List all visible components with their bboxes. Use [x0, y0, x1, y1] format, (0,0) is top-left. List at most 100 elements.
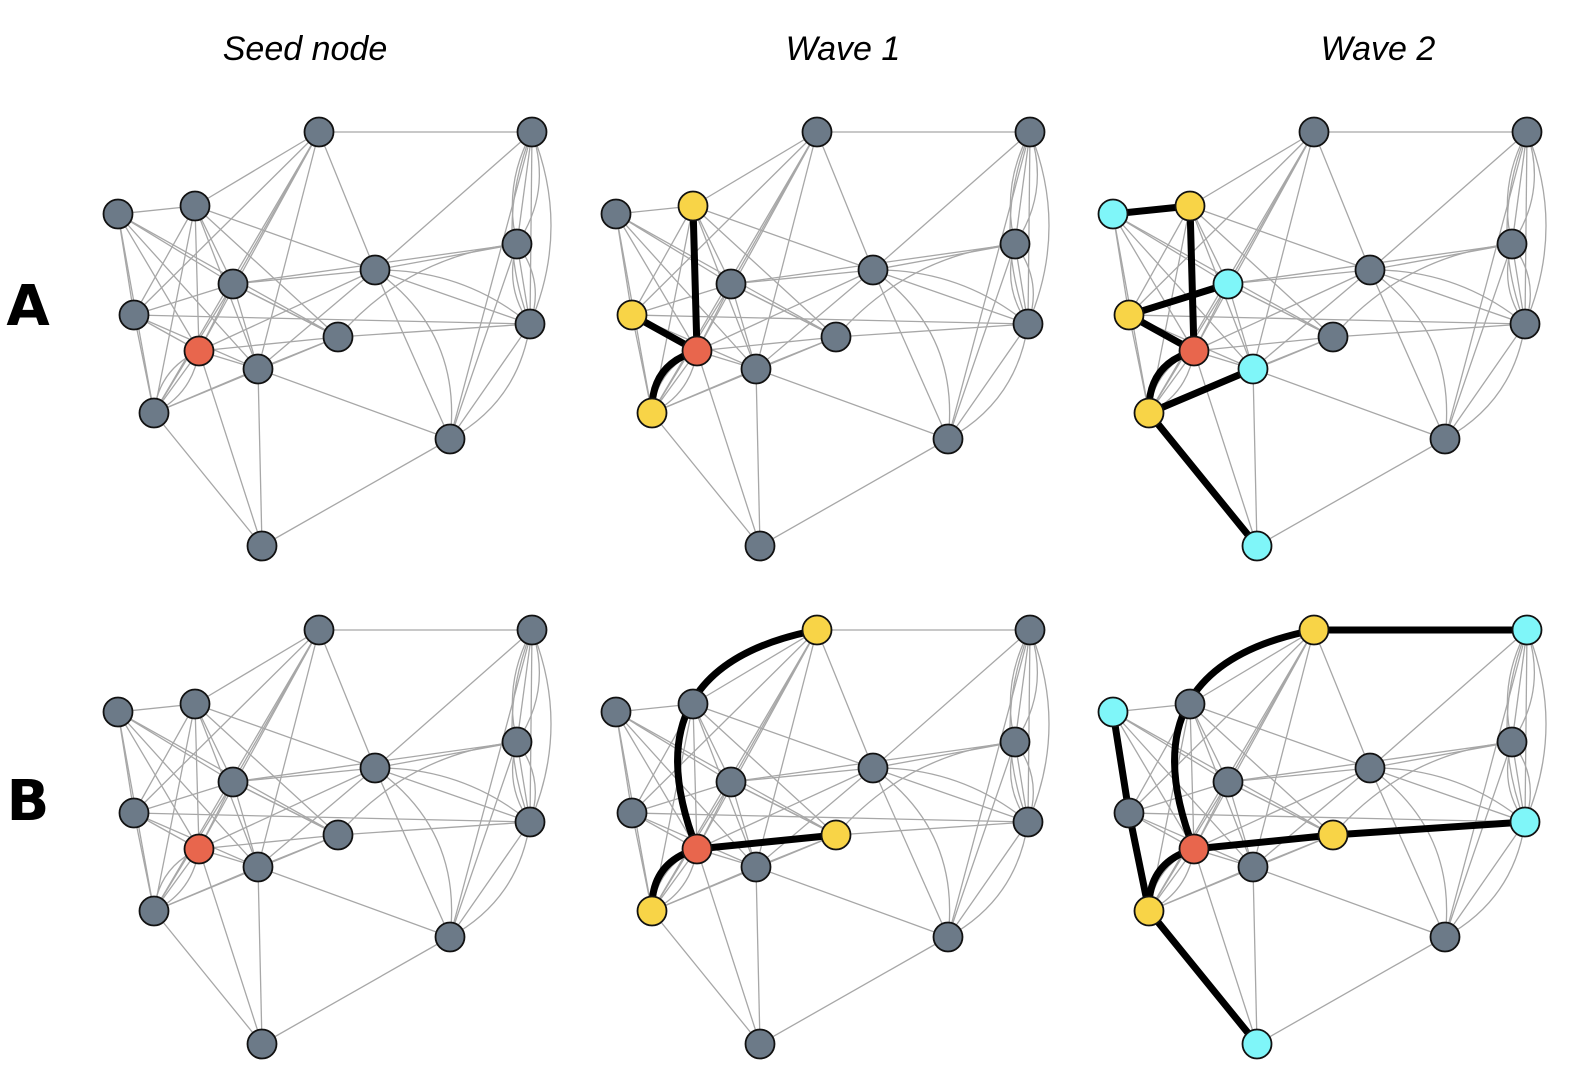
network-edge — [1524, 629, 1528, 823]
network-node — [434, 423, 466, 455]
spreading-edge — [1145, 409, 1261, 550]
network-edge — [730, 283, 837, 338]
network-edge — [529, 629, 533, 823]
network-edge — [1524, 131, 1528, 325]
network-edge — [1027, 629, 1031, 823]
network-edge — [511, 131, 533, 325]
network-edge — [374, 243, 518, 271]
network-edge — [374, 131, 533, 271]
network-edge — [1189, 629, 1315, 705]
network-edge — [1369, 767, 1526, 823]
network-edge — [194, 703, 339, 836]
network-edge — [835, 243, 1016, 338]
network-edge — [198, 269, 376, 352]
network-edge — [133, 812, 155, 912]
network-edge — [1369, 741, 1513, 769]
network-node — [138, 397, 170, 429]
network-node — [1014, 614, 1046, 646]
network-node — [1174, 688, 1206, 720]
wave-1-node — [677, 190, 709, 222]
network-edge — [516, 131, 533, 245]
network-edge — [1193, 269, 1371, 352]
network-edge — [1193, 629, 1315, 850]
network-edge — [947, 323, 1029, 440]
network-edge — [696, 131, 818, 352]
network-edge — [257, 368, 263, 547]
seed-node — [681, 833, 713, 865]
network-node — [118, 299, 150, 331]
network-edge — [816, 629, 874, 769]
network-edge — [1193, 767, 1371, 850]
network-node — [1212, 766, 1244, 798]
panel-a-2 — [600, 116, 1050, 562]
network-node — [999, 726, 1031, 758]
network-edge — [755, 866, 949, 938]
network-edge — [257, 629, 320, 868]
network-node — [715, 766, 747, 798]
network-edge — [1252, 866, 1258, 1045]
network-edge — [872, 629, 1031, 769]
wave-1-node — [616, 299, 648, 331]
network-node — [1496, 726, 1528, 758]
spreading-edge — [1186, 202, 1198, 355]
network-node — [999, 228, 1031, 260]
network-node — [179, 688, 211, 720]
network-node — [102, 696, 134, 728]
network-edge — [651, 368, 757, 414]
wave-1-node — [1298, 614, 1330, 646]
network-node — [1511, 116, 1543, 148]
network-edge — [631, 812, 1029, 823]
network-edge — [153, 412, 263, 547]
network-edge — [615, 213, 698, 352]
network-node — [242, 851, 274, 883]
network-edge — [1256, 936, 1446, 1045]
network-edge — [133, 131, 320, 316]
network-edge — [1128, 205, 1191, 316]
network-edge — [696, 350, 761, 547]
network-edge — [1189, 205, 1334, 338]
network-edge — [1128, 314, 1150, 414]
network-node — [516, 614, 548, 646]
network-node — [932, 423, 964, 455]
network-edge — [232, 781, 339, 836]
network-edge — [872, 269, 1029, 325]
network-edge — [1511, 131, 1535, 245]
wave-2-node — [1212, 268, 1244, 300]
network-edge — [1189, 703, 1371, 769]
wave-2-node — [1509, 806, 1541, 838]
network-edge — [449, 323, 531, 440]
network-panels — [102, 116, 1547, 1060]
network-edge — [1227, 781, 1334, 836]
network-edge — [449, 323, 531, 440]
network-edge — [133, 703, 196, 814]
network-edge — [194, 703, 376, 769]
network-edge — [449, 821, 531, 938]
network-edge — [1256, 438, 1446, 547]
network-edge — [1112, 213, 1229, 285]
network-edge — [1193, 848, 1258, 1045]
network-edge — [1027, 131, 1050, 325]
network-edge — [1112, 711, 1229, 783]
network-edge — [198, 767, 376, 850]
network-edge — [1128, 812, 1526, 823]
network-node — [744, 530, 776, 562]
network-edge — [872, 269, 1029, 325]
network-edge — [631, 205, 694, 316]
spreading-edge — [1125, 280, 1232, 319]
network-node — [514, 308, 546, 340]
network-edge — [1444, 323, 1526, 440]
network-edge — [651, 412, 761, 547]
network-edge — [1189, 703, 1334, 836]
network-edge — [198, 629, 320, 850]
network-edge — [615, 711, 757, 868]
panel-b-3 — [1097, 614, 1547, 1060]
network-edge — [615, 711, 732, 783]
network-edge — [759, 438, 949, 547]
network-edge — [1252, 629, 1315, 868]
network-edge — [615, 213, 757, 370]
network-edge — [1112, 711, 1254, 868]
network-edge — [835, 821, 1029, 836]
seed-node — [1178, 335, 1210, 367]
network-edge — [133, 314, 155, 414]
network-edge — [1193, 131, 1315, 352]
